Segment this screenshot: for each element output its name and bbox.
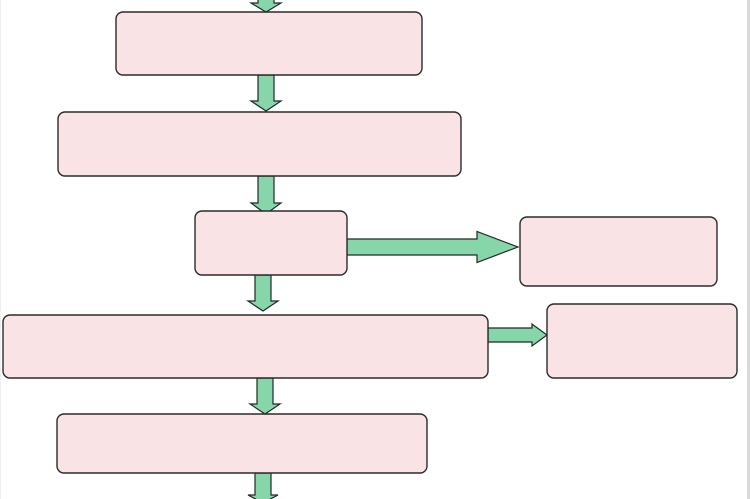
left-border	[0, 0, 1, 499]
flow-box-side-1	[519, 216, 718, 287]
flow-box-side-1-shape	[519, 216, 718, 287]
flow-box-3-shape	[194, 210, 348, 276]
nodes-layer	[2, 11, 738, 474]
right-border	[747, 0, 750, 499]
flow-box-1-shape	[115, 11, 423, 76]
flow-box-1	[115, 11, 423, 76]
arrow-box-4-to-box-side-2	[487, 322, 549, 348]
flow-box-5	[56, 413, 428, 474]
flow-box-2	[57, 111, 462, 177]
arrow-box-5-to-end	[247, 472, 279, 499]
flow-box-3	[194, 210, 348, 276]
arrows-layer	[246, 0, 549, 499]
arrow-box-4-to-box-5	[248, 377, 282, 415]
arrow-box-3-to-box-side-1	[346, 230, 520, 264]
flow-box-2-shape	[57, 111, 462, 177]
flow-box-4-shape	[2, 314, 489, 379]
flow-box-side-2-shape	[546, 303, 738, 379]
flow-box-side-2	[546, 303, 738, 379]
arrow-start-to-box-1	[248, 0, 284, 13]
flow-box-4	[2, 314, 489, 379]
arrow-box-3-to-box-4	[246, 274, 280, 312]
arrow-box-1-to-box-2	[249, 74, 283, 112]
arrow-box-2-to-box-3	[249, 175, 283, 215]
flow-box-5-shape	[56, 413, 428, 474]
